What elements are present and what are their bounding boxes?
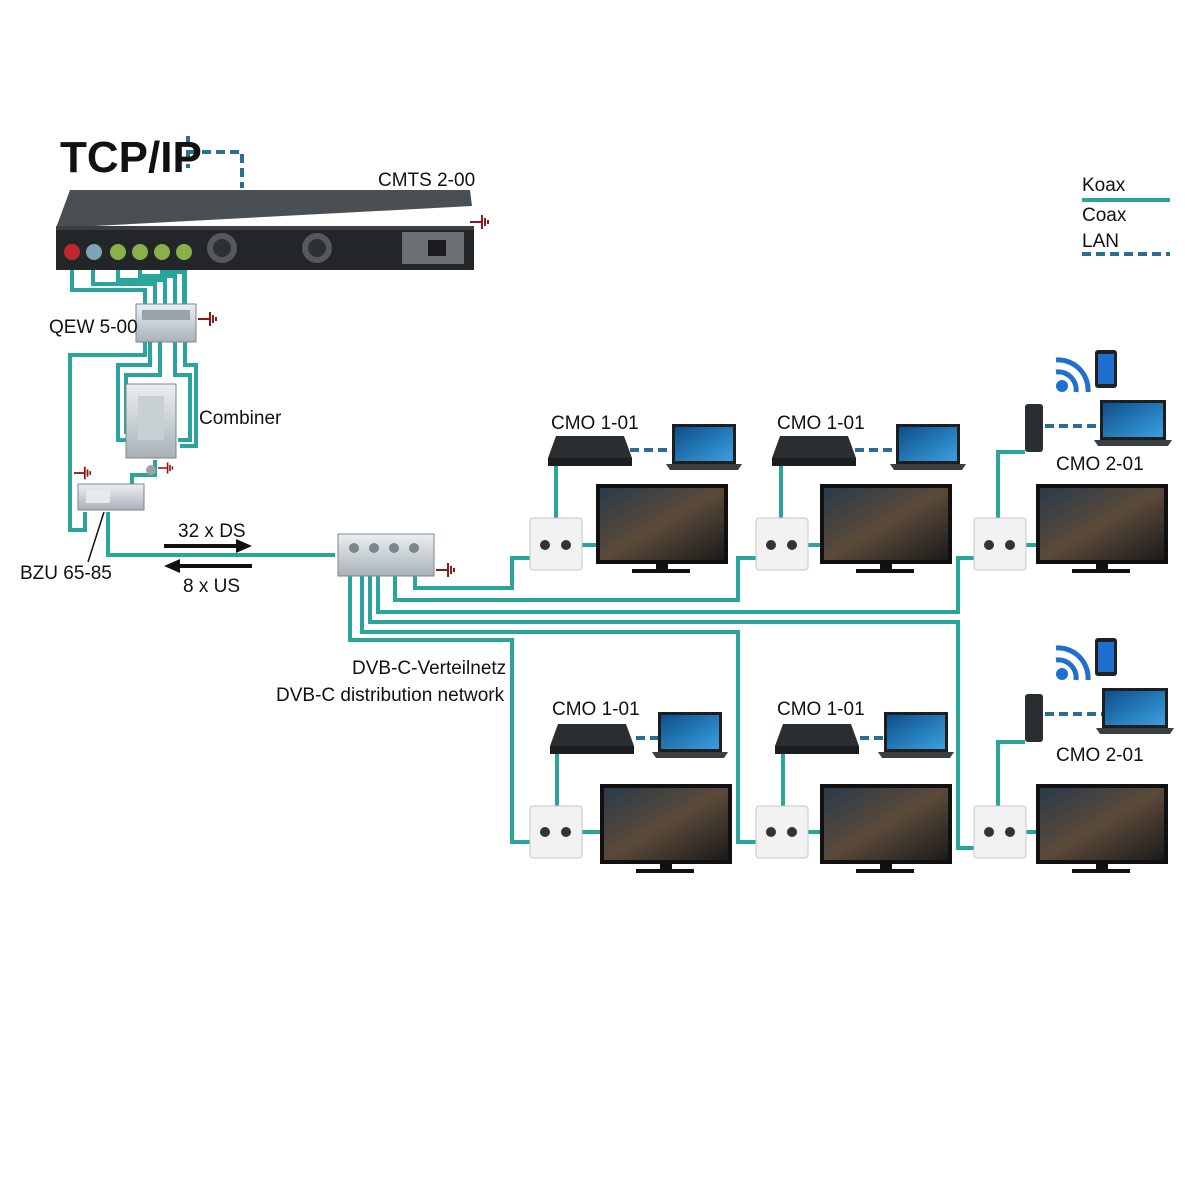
power-socket-icon xyxy=(428,240,446,256)
qew-label: QEW 5-00 xyxy=(49,317,138,338)
modem-r1-3 xyxy=(1025,404,1043,452)
bzu-device xyxy=(74,465,145,563)
modem-r1-1 xyxy=(548,436,632,466)
arrow-left-icon xyxy=(164,559,180,573)
outlet-r1-3 xyxy=(973,517,1027,571)
laptop-r2-1 xyxy=(652,712,728,758)
modem-r2-1 xyxy=(550,724,634,754)
tv-r1-1 xyxy=(596,484,728,573)
downstream-label: 32 x DS xyxy=(178,521,246,542)
network-label-de: DVB-C-Verteilnetz xyxy=(352,658,506,679)
ground-icon xyxy=(198,311,217,327)
outlet-r2-2 xyxy=(755,805,809,859)
port-blue xyxy=(86,244,102,260)
cmts-device xyxy=(56,190,489,270)
laptop-r1-1 xyxy=(666,424,742,470)
laptop-r2-2 xyxy=(878,712,954,758)
lan-cabling xyxy=(186,136,1103,740)
port-green-3 xyxy=(154,244,170,260)
outlet-r1-2 xyxy=(755,517,809,571)
smartphone-icon-2 xyxy=(1095,638,1117,676)
qew-device xyxy=(135,303,217,343)
legend: Koax Coax LAN xyxy=(1082,175,1170,256)
ground-icon xyxy=(158,461,174,475)
network-label-en: DVB-C distribution network xyxy=(276,685,505,706)
tv-r2-1 xyxy=(600,784,732,873)
signal-arrows: 32 x DS 8 x US xyxy=(164,521,252,597)
outlet-r1-1 xyxy=(529,517,583,571)
laptop-r1-2 xyxy=(890,424,966,470)
laptop-r2-3 xyxy=(1096,688,1174,734)
modem-label-r2-1: CMO 1-01 xyxy=(552,699,640,720)
tcpip-label: TCP/IP xyxy=(60,133,202,182)
combiner-device xyxy=(125,383,177,475)
modem-label-r2-2: CMO 1-01 xyxy=(777,699,865,720)
port-green-2 xyxy=(132,244,148,260)
wifi-icon-2 xyxy=(1055,645,1091,681)
port-green-4 xyxy=(176,244,192,260)
port-red xyxy=(64,244,80,260)
smartphone-icon xyxy=(1095,350,1117,388)
arrow-right-icon xyxy=(236,539,252,553)
modem-r2-2 xyxy=(775,724,859,754)
tv-r1-3 xyxy=(1036,484,1168,573)
modem-label-r1-2: CMO 1-01 xyxy=(777,413,865,434)
tv-r2-3 xyxy=(1036,784,1168,873)
combiner-label: Combiner xyxy=(199,408,282,429)
modem-label-r2-3: CMO 2-01 xyxy=(1056,745,1144,766)
outlet-r2-1 xyxy=(529,805,583,859)
legend-koax: Koax xyxy=(1082,175,1126,196)
modem-r1-2 xyxy=(772,436,856,466)
splitter-device xyxy=(337,533,455,578)
upstream-label: 8 x US xyxy=(183,576,240,597)
modem-r2-3 xyxy=(1025,694,1043,742)
outlet-r2-3 xyxy=(973,805,1027,859)
modem-label-r1-3: CMO 2-01 xyxy=(1056,454,1144,475)
tv-r1-2 xyxy=(820,484,952,573)
cmts-label: CMTS 2-00 xyxy=(378,170,475,191)
bzu-label: BZU 65-85 xyxy=(20,563,112,584)
legend-coax: Coax xyxy=(1082,205,1127,226)
wifi-icon xyxy=(1055,357,1091,393)
ground-icon xyxy=(436,562,455,578)
legend-lan: LAN xyxy=(1082,231,1119,252)
modem-label-r1-1: CMO 1-01 xyxy=(551,413,639,434)
port-green-1 xyxy=(110,244,126,260)
ground-icon xyxy=(74,465,92,481)
laptop-r1-3 xyxy=(1094,400,1172,446)
tv-r2-2 xyxy=(820,784,952,873)
